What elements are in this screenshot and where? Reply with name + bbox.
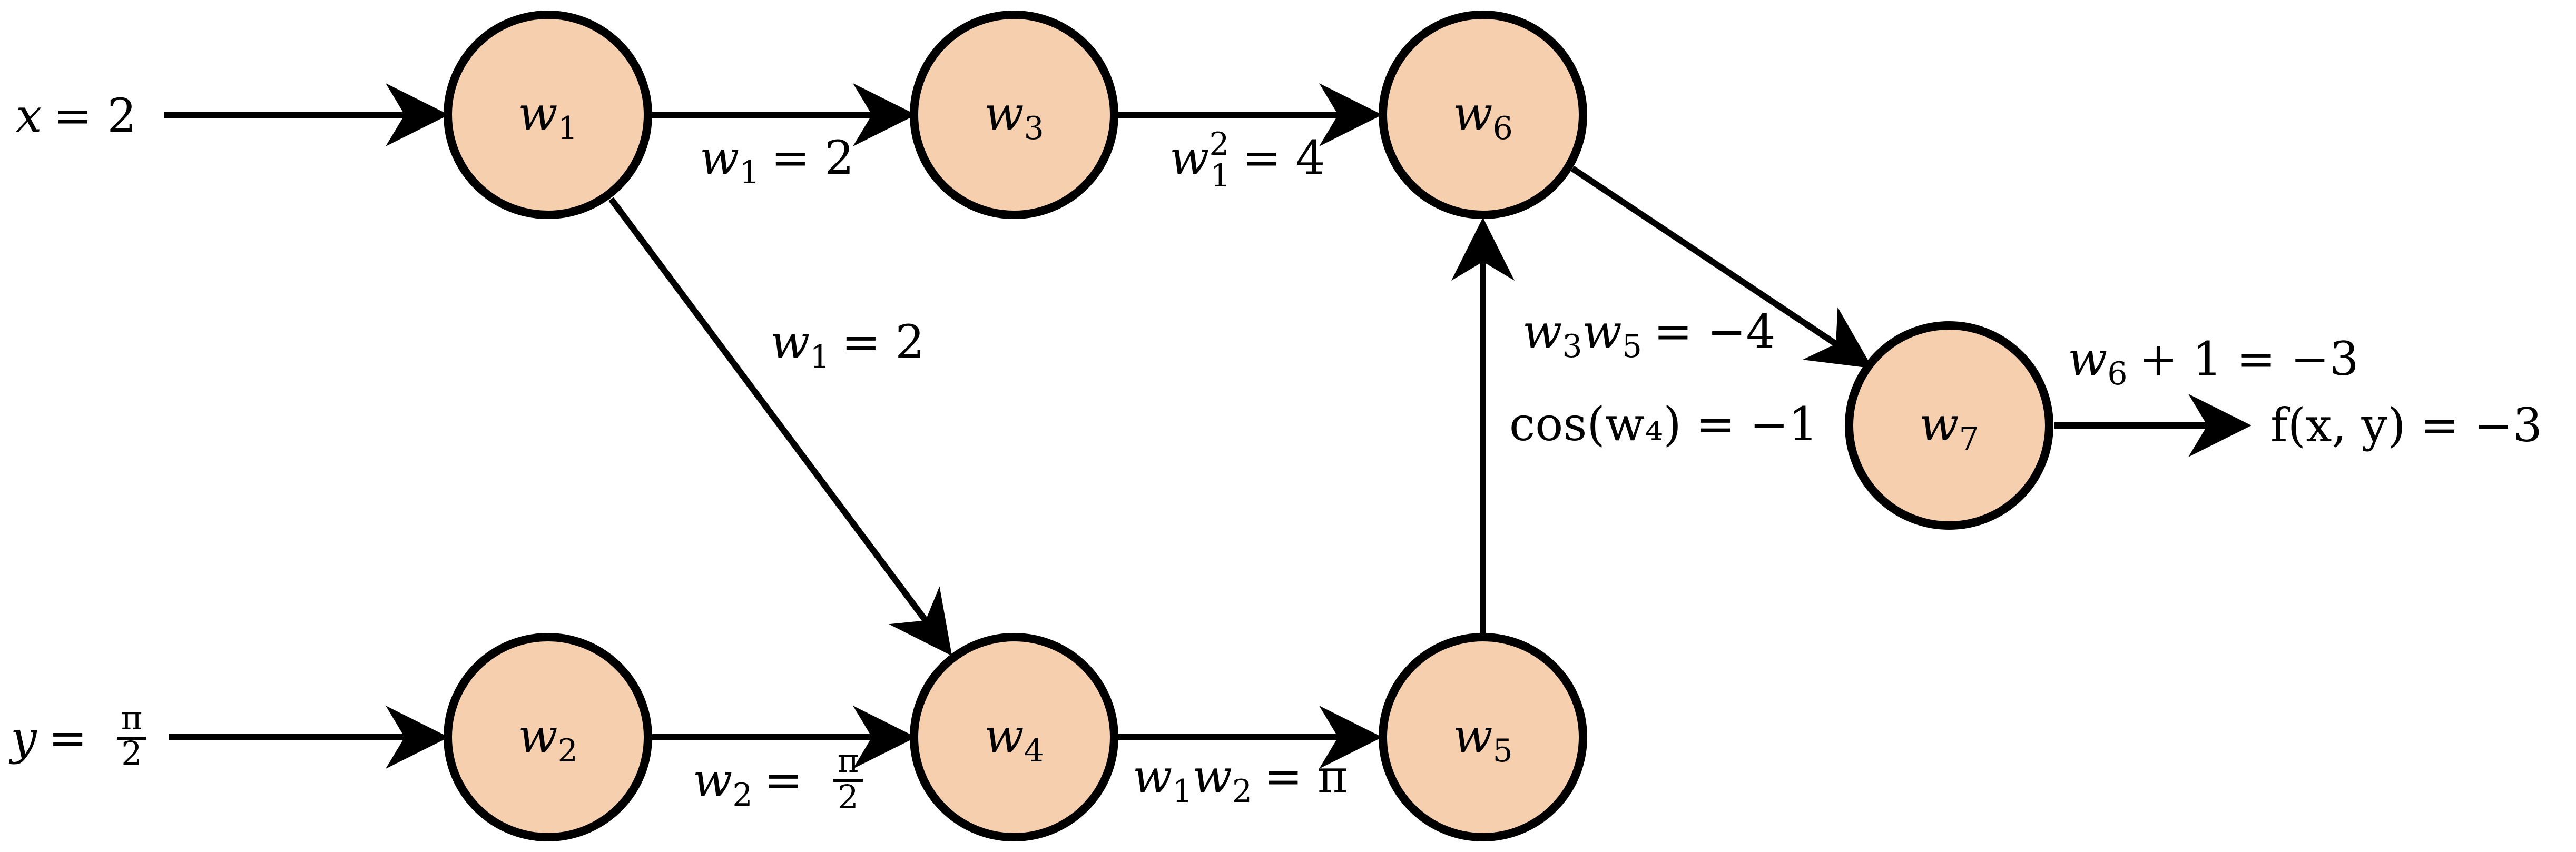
edge-w1-w4 bbox=[608, 197, 952, 656]
svg-text:w5: w5 bbox=[1453, 709, 1513, 769]
node-w7: w7 bbox=[1845, 321, 2053, 530]
svg-text:2: 2 bbox=[121, 734, 142, 772]
edge-label-w1-w4: w1= 2 bbox=[770, 315, 925, 375]
edge-label-w2-w4: w2= π 2 bbox=[693, 741, 863, 816]
node-w2: w2 bbox=[444, 633, 652, 841]
svg-text:w2=: w2= bbox=[693, 753, 803, 814]
input-x-label: x= 2 bbox=[16, 88, 136, 143]
svg-text:w7: w7 bbox=[1919, 397, 1979, 458]
node-w6: w6 bbox=[1379, 11, 1587, 219]
edge-label-w5-w6-product: w3w5= −4 bbox=[1522, 304, 1775, 365]
edge-label-w4-w5: w1w2= π bbox=[1133, 749, 1348, 810]
edge-label-w6-w7: w6+ 1 = −3 bbox=[2068, 332, 2359, 392]
svg-text:y=: y= bbox=[8, 711, 87, 765]
node-w4: w4 bbox=[910, 633, 1118, 841]
edge-label-w5-w6-cos: cos(w₄) = −1 bbox=[1509, 397, 1818, 451]
node-w5: w5 bbox=[1379, 633, 1587, 841]
node-w3: w3 bbox=[910, 11, 1118, 219]
edge-w6-w7 bbox=[1570, 166, 1873, 369]
svg-text:2: 2 bbox=[838, 778, 858, 816]
svg-text:w2: w2 bbox=[518, 709, 578, 769]
output-label: f(x, y) = −3 bbox=[2270, 398, 2542, 452]
edge-label-w1-w3: w1= 2 bbox=[700, 131, 854, 191]
svg-text:π: π bbox=[121, 699, 143, 737]
input-y-label: y= π 2 bbox=[8, 699, 146, 772]
svg-text:w3: w3 bbox=[984, 86, 1044, 147]
svg-text:w6: w6 bbox=[1453, 86, 1513, 147]
svg-text:π: π bbox=[838, 741, 859, 780]
svg-text:w1: w1 bbox=[518, 86, 578, 147]
svg-text:w4: w4 bbox=[984, 709, 1044, 769]
node-w1: w1 bbox=[444, 11, 652, 219]
